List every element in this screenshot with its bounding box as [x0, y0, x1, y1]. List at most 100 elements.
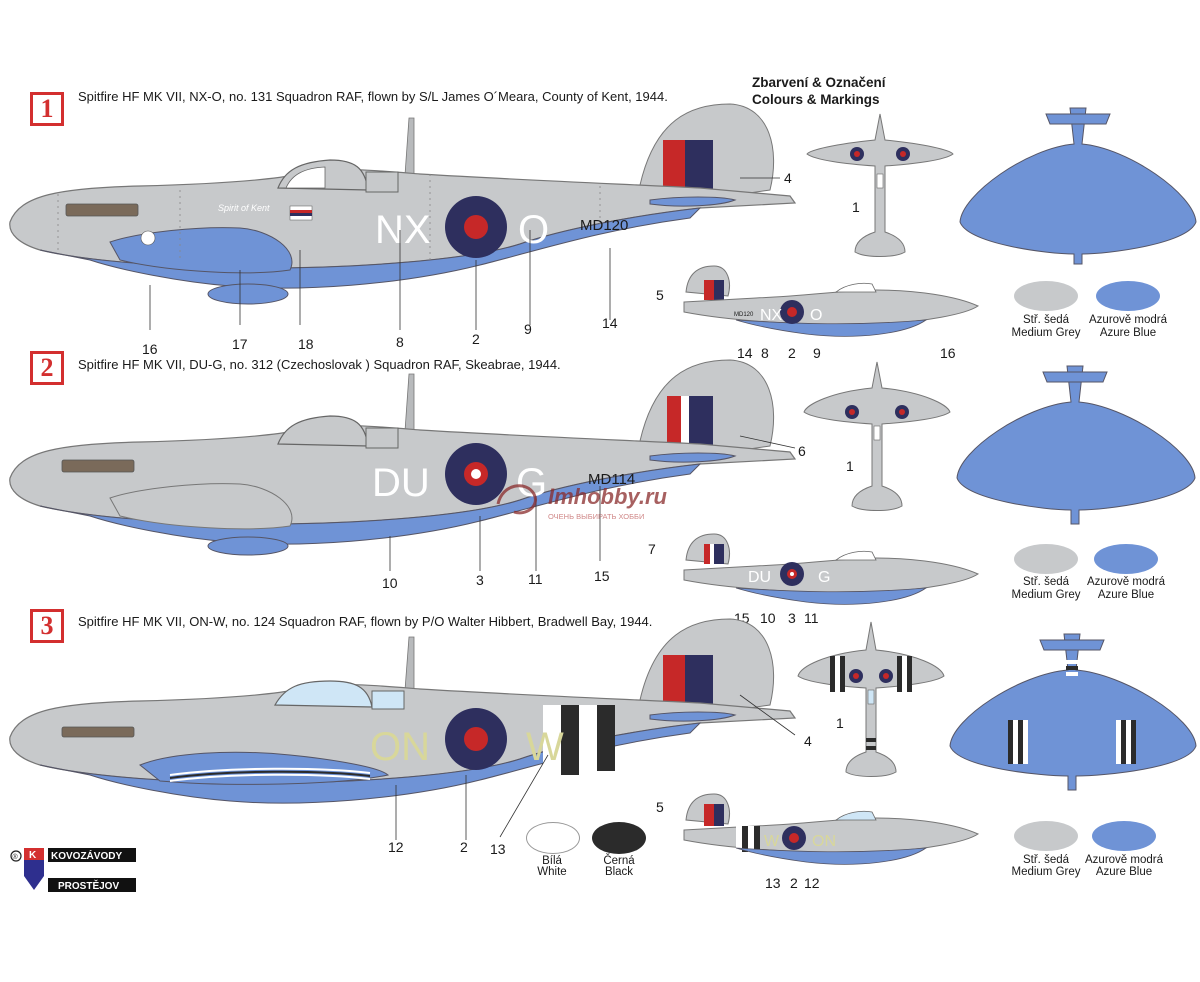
s1-swatch-grey — [1014, 281, 1078, 311]
s2-swatch-grey-en: Medium Grey — [1011, 589, 1081, 601]
scheme-2-code-right: G — [516, 461, 547, 505]
scheme-2-top-view — [803, 361, 951, 511]
s1-label-8: 8 — [396, 334, 404, 350]
s2-label-15: 15 — [594, 568, 610, 584]
scheme-3-code-left: ON — [370, 725, 430, 769]
s1-swatch-grey-en: Medium Grey — [1011, 327, 1081, 339]
s2-plan-label-1: 1 — [846, 458, 854, 474]
scheme-2-serial: MD114 — [588, 471, 635, 488]
s2-swatch-blue-en: Azure Blue — [1097, 589, 1155, 601]
logo-line1: KOVOZÁVODY — [51, 849, 122, 862]
scheme-2-caption: Spitfire HF MK VII, DU-G, no. 312 (Czech… — [78, 357, 561, 372]
s2-swatch-blue — [1094, 544, 1158, 574]
s1s-label-2: 2 — [788, 345, 796, 361]
s3-swatch-black — [592, 822, 646, 854]
watermark-text: Imhobby.ru — [548, 484, 668, 509]
s2s-label-7: 7 — [648, 541, 656, 557]
logo-registered-mark: ® — [13, 853, 19, 861]
scheme-1-small-side-view: NX O MD120 — [683, 265, 980, 337]
scheme-1-serial: MD120 — [580, 217, 628, 234]
scheme-3-side-view: ON W — [9, 618, 797, 840]
s1s-label-14: 14 — [737, 345, 753, 361]
s2-label-11: 11 — [528, 571, 543, 587]
s2-label-3: 3 — [476, 572, 484, 588]
scheme-3-small-side-view: W ON — [683, 793, 980, 865]
scheme-2-badge: 2 — [30, 351, 64, 385]
scheme-2-small-code-right: G — [818, 569, 830, 586]
scheme-3-small-code-left: W — [764, 833, 780, 850]
s3-swatch-black-cz: Černá — [603, 855, 635, 867]
s1-label-16: 16 — [142, 341, 158, 357]
logo-letter: K — [29, 850, 37, 861]
scheme-1-side-view: NX O MD120 Spirit of Kent — [9, 103, 797, 330]
colours-header-en: Colours & Markings — [752, 92, 880, 107]
scheme-2-code-left: DU — [372, 461, 430, 505]
s3-label-12: 12 — [388, 839, 404, 855]
s3-label-13: 13 — [490, 841, 506, 857]
s3-plan-label-1: 1 — [836, 715, 844, 731]
s3s-label-5: 5 — [656, 799, 664, 815]
scheme-2-small-code-left: DU — [748, 569, 771, 586]
scheme-1-small-serial: MD120 — [734, 312, 754, 318]
scheme-1-nose-art: Spirit of Kent — [218, 203, 270, 213]
s2-label-6: 6 — [798, 443, 806, 459]
s3s-label-12: 12 — [804, 875, 820, 891]
logo-line2: PROSTĚJOV — [58, 879, 119, 892]
scheme-3-code-right: W — [526, 725, 564, 769]
scheme-3-badge: 3 — [30, 609, 64, 643]
s3-swatch-blue — [1092, 821, 1156, 851]
s2-swatch-grey-cz: Stř. šedá — [1022, 576, 1070, 588]
s1-label-2: 2 — [472, 331, 480, 347]
s3s-label-2: 2 — [790, 875, 798, 891]
s3-swatch-grey — [1014, 821, 1078, 851]
s1s-label-9: 9 — [813, 345, 821, 361]
colours-header-cz: Zbarvení & Označení — [752, 75, 886, 90]
s1-swatch-blue-cz: Azurově modrá — [1089, 314, 1167, 326]
s2-swatch-blue-cz: Azurově modrá — [1087, 576, 1165, 588]
s1-swatch-blue-en: Azure Blue — [1099, 327, 1157, 339]
s3-swatch-white-en: White — [537, 866, 567, 878]
s3-swatch-grey-cz: Stř. šedá — [1022, 854, 1070, 866]
s1-swatch-grey-cz: Stř. šedá — [1022, 314, 1070, 326]
s2-label-10: 10 — [382, 575, 398, 591]
s1-plan-label-1: 1 — [852, 199, 860, 215]
scheme-1-code-right: O — [518, 208, 549, 252]
scheme-1-small-code-left: NX — [760, 307, 783, 324]
scheme-2-small-side-view: DU G — [683, 533, 980, 605]
s3-label-2: 2 — [460, 839, 468, 855]
s1s-label-16: 16 — [940, 345, 956, 361]
s1-label-9: 9 — [524, 321, 532, 337]
scheme-1-small-code-right: O — [810, 307, 822, 324]
s1s-label-5: 5 — [656, 287, 664, 303]
s2s-label-10: 10 — [760, 610, 776, 626]
scheme-3-top-view — [797, 621, 945, 777]
scheme-3-small-code-right: ON — [812, 833, 836, 850]
s3s-label-13: 13 — [765, 875, 781, 891]
s2s-label-3: 3 — [788, 610, 796, 626]
scheme-1-badge: 1 — [30, 92, 64, 126]
s3-swatch-white — [526, 822, 580, 854]
s1-label-18: 18 — [298, 336, 314, 352]
s3-swatch-blue-en: Azure Blue — [1095, 866, 1153, 878]
s2-swatch-grey — [1014, 544, 1078, 574]
s1-label-17: 17 — [232, 336, 248, 352]
s3-swatch-blue-cz: Azurově modrá — [1085, 854, 1163, 866]
s3-label-4: 4 — [804, 733, 812, 749]
scheme-1-code-left: NX — [375, 208, 431, 252]
s3-swatch-grey-en: Medium Grey — [1011, 866, 1081, 878]
s1-swatch-blue — [1096, 281, 1160, 311]
s1s-label-8: 8 — [761, 345, 769, 361]
watermark-sub: ОЧЕНЬ ВЫБИРАТЬ ХОББИ — [548, 512, 644, 521]
scheme-1-top-view — [806, 113, 954, 257]
scheme-3-bottom-view — [949, 633, 1197, 791]
s1-label-14: 14 — [602, 315, 618, 331]
scheme-1-caption: Spitfire HF MK VII, NX-O, no. 131 Squadr… — [78, 89, 668, 104]
kovozavody-logo: ® K KOVOZÁVODY PROSTĚJOV — [8, 846, 138, 896]
s3-swatch-black-en: Black — [604, 866, 634, 878]
s3-swatch-white-cz: Bílá — [542, 855, 562, 867]
s2s-label-11: 11 — [804, 610, 819, 626]
scheme-2-side-view: DU G MD114 — [9, 359, 797, 571]
s1-label-4: 4 — [784, 170, 792, 186]
watermark: Imhobby.ru ОЧЕНЬ ВЫБИРАТЬ ХОББИ — [496, 484, 668, 521]
scheme-1-bottom-view — [959, 107, 1197, 265]
